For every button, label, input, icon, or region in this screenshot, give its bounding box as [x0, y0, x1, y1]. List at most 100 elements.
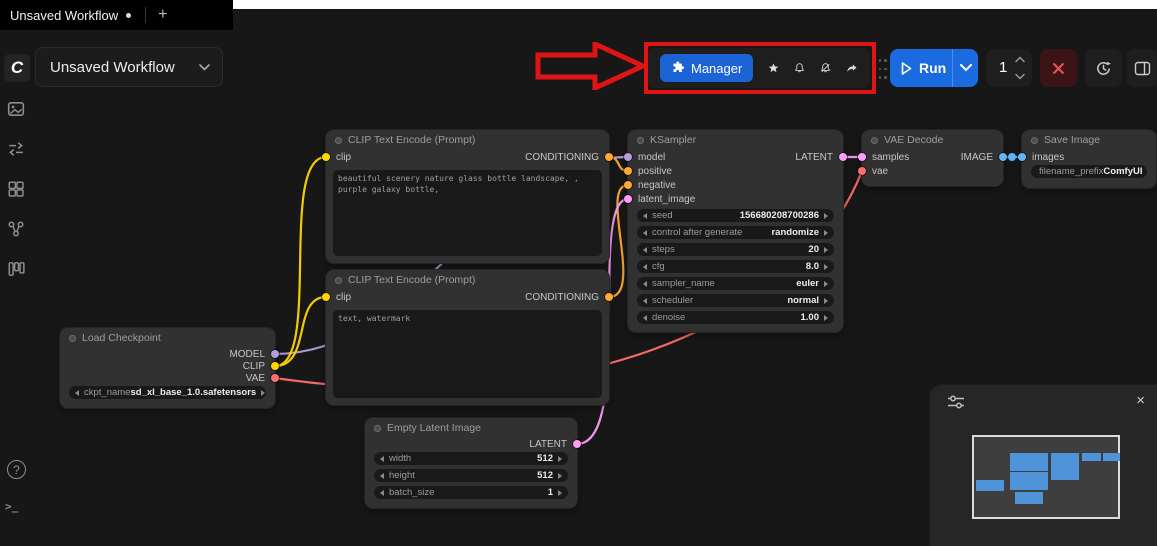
sidebar-model-library-button[interactable]	[5, 178, 27, 200]
node-load-checkpoint[interactable]: Load Checkpoint MODEL CLIP VAE ckpt_name…	[60, 328, 279, 408]
workflow-tab[interactable]: Unsaved Workflow	[10, 7, 119, 23]
minimap-viewport[interactable]	[972, 435, 1120, 519]
port-conditioning-output[interactable]	[605, 153, 613, 161]
widget-increment-icon[interactable]	[824, 229, 828, 236]
run-button[interactable]: Run	[890, 49, 952, 87]
widget-increment-icon[interactable]	[824, 314, 828, 321]
port-latent-output[interactable]	[839, 153, 847, 161]
node-clip-text-encode-positive[interactable]: CLIP Text Encode (Prompt) clip CONDITION…	[322, 130, 613, 263]
port-row: vae	[858, 164, 1003, 178]
widget-decrement-icon[interactable]	[643, 263, 647, 270]
port-clip-input[interactable]	[322, 293, 330, 301]
node-empty-latent-image[interactable]: Empty Latent Image LATENT width 512 heig…	[365, 418, 581, 508]
star-button[interactable]	[768, 60, 779, 76]
terminal-button[interactable]: >_	[5, 500, 18, 513]
prompt-text-widget[interactable]: beautiful scenery nature glass bottle la…	[333, 170, 602, 256]
port-model-input[interactable]	[624, 153, 632, 161]
widget-decrement-icon[interactable]	[643, 229, 647, 236]
widget-increment-icon[interactable]	[558, 455, 562, 462]
widget-decrement-icon[interactable]	[380, 472, 384, 479]
widget-decrement-icon[interactable]	[643, 246, 647, 253]
node-header: CLIP Text Encode (Prompt)	[326, 270, 609, 290]
port-image-output[interactable]	[999, 153, 1007, 161]
port-samples-input[interactable]	[858, 153, 866, 161]
widget-filename-prefix[interactable]: filename_prefix ComfyUI	[1031, 165, 1147, 178]
widget-increment-icon[interactable]	[558, 472, 562, 479]
minimap-settings-button[interactable]	[946, 393, 966, 411]
widget-increment-icon[interactable]	[558, 489, 562, 496]
widget-decrement-icon[interactable]	[380, 455, 384, 462]
node-header: VAE Decode	[862, 130, 1003, 150]
node-clip-text-encode-negative[interactable]: CLIP Text Encode (Prompt) clip CONDITION…	[322, 270, 613, 405]
widget-increment-icon[interactable]	[824, 212, 828, 219]
port-label: VAE	[245, 372, 265, 384]
widget-scheduler[interactable]: scheduler normal	[637, 294, 834, 307]
widget-decrement-icon[interactable]	[75, 389, 79, 396]
port-vae-input[interactable]	[858, 167, 866, 175]
port-positive-input[interactable]	[624, 167, 632, 175]
stepper-up-icon[interactable]	[1015, 56, 1025, 63]
port-model[interactable]	[271, 350, 279, 358]
widget-label: control after generate	[652, 227, 743, 238]
node-header: Empty Latent Image	[365, 418, 577, 438]
widget-height[interactable]: height 512	[374, 469, 568, 482]
widget-seed[interactable]: seed 156680208700286	[637, 209, 834, 222]
prompt-text-widget[interactable]: text, watermark	[333, 310, 602, 398]
notification-bell-button[interactable]	[794, 60, 805, 76]
sidebar-toggle-button[interactable]	[1127, 49, 1157, 87]
port-clip[interactable]	[271, 362, 279, 370]
port-latent-output[interactable]	[573, 440, 581, 448]
sidebar-templates-button[interactable]	[5, 258, 27, 280]
new-tab-button[interactable]: +	[158, 6, 168, 23]
stepper-down-icon[interactable]	[1015, 73, 1025, 80]
port-images-input[interactable]	[1018, 153, 1026, 161]
workflow-selector[interactable]: Unsaved Workflow	[35, 47, 223, 87]
minimap-close-button[interactable]: ×	[1136, 392, 1145, 409]
port-conditioning-output[interactable]	[605, 293, 613, 301]
widget-decrement-icon[interactable]	[643, 212, 647, 219]
port-label: vae	[872, 165, 889, 177]
widget-increment-icon[interactable]	[824, 297, 828, 304]
widget-decrement-icon[interactable]	[643, 314, 647, 321]
widget-denoise[interactable]: denoise 1.00	[637, 311, 834, 324]
comfyui-logo[interactable]: C	[4, 54, 30, 82]
port-clip-input[interactable]	[322, 153, 330, 161]
notification-bell-off-button[interactable]	[820, 60, 831, 76]
widget-steps[interactable]: steps 20	[637, 243, 834, 256]
node-ksampler[interactable]: KSampler model LATENT positive negative …	[624, 130, 847, 332]
widget-ckpt-name[interactable]: ckpt_name sd_xl_base_1.0.safetensors	[69, 386, 266, 399]
node-vae-decode[interactable]: VAE Decode samples IMAGE vae	[858, 130, 1007, 186]
port-vae[interactable]	[271, 374, 279, 382]
chevron-down-icon	[199, 63, 210, 71]
widget-decrement-icon[interactable]	[380, 489, 384, 496]
sidebar-queue-button[interactable]	[5, 98, 27, 120]
history-button[interactable]	[1085, 49, 1122, 87]
help-button[interactable]: ?	[7, 460, 26, 479]
node-status-icon	[374, 424, 381, 432]
batch-count-stepper[interactable]: 1	[986, 49, 1032, 87]
run-options-button[interactable]	[952, 49, 978, 87]
sidebar-workflows-button[interactable]	[5, 218, 27, 240]
manager-button[interactable]: Manager	[660, 54, 754, 82]
widget-control-after-generate[interactable]: control after generate randomize	[637, 226, 834, 239]
cancel-run-button[interactable]	[1040, 49, 1077, 87]
widget-decrement-icon[interactable]	[643, 280, 647, 287]
sidebar-node-library-button[interactable]	[5, 138, 27, 160]
port-negative-input[interactable]	[624, 181, 632, 189]
toolbar-drag-handle[interactable]	[877, 56, 888, 82]
widget-increment-icon[interactable]	[261, 389, 266, 396]
widget-cfg[interactable]: cfg 8.0	[637, 260, 834, 273]
widget-decrement-icon[interactable]	[643, 297, 647, 304]
widget-batch-size[interactable]: batch_size 1	[374, 486, 568, 499]
widget-increment-icon[interactable]	[824, 280, 828, 287]
widget-sampler-name[interactable]: sampler_name euler	[637, 277, 834, 290]
widget-increment-icon[interactable]	[824, 263, 828, 270]
port-latent-image-input[interactable]	[624, 195, 632, 203]
share-button[interactable]	[846, 61, 858, 76]
widget-width[interactable]: width 512	[374, 452, 568, 465]
node-save-image[interactable]: Save Image images filename_prefix ComfyU…	[1018, 130, 1156, 188]
link-reroute-dot[interactable]	[1008, 153, 1016, 161]
port-label: model	[638, 151, 666, 163]
widget-increment-icon[interactable]	[824, 246, 828, 253]
